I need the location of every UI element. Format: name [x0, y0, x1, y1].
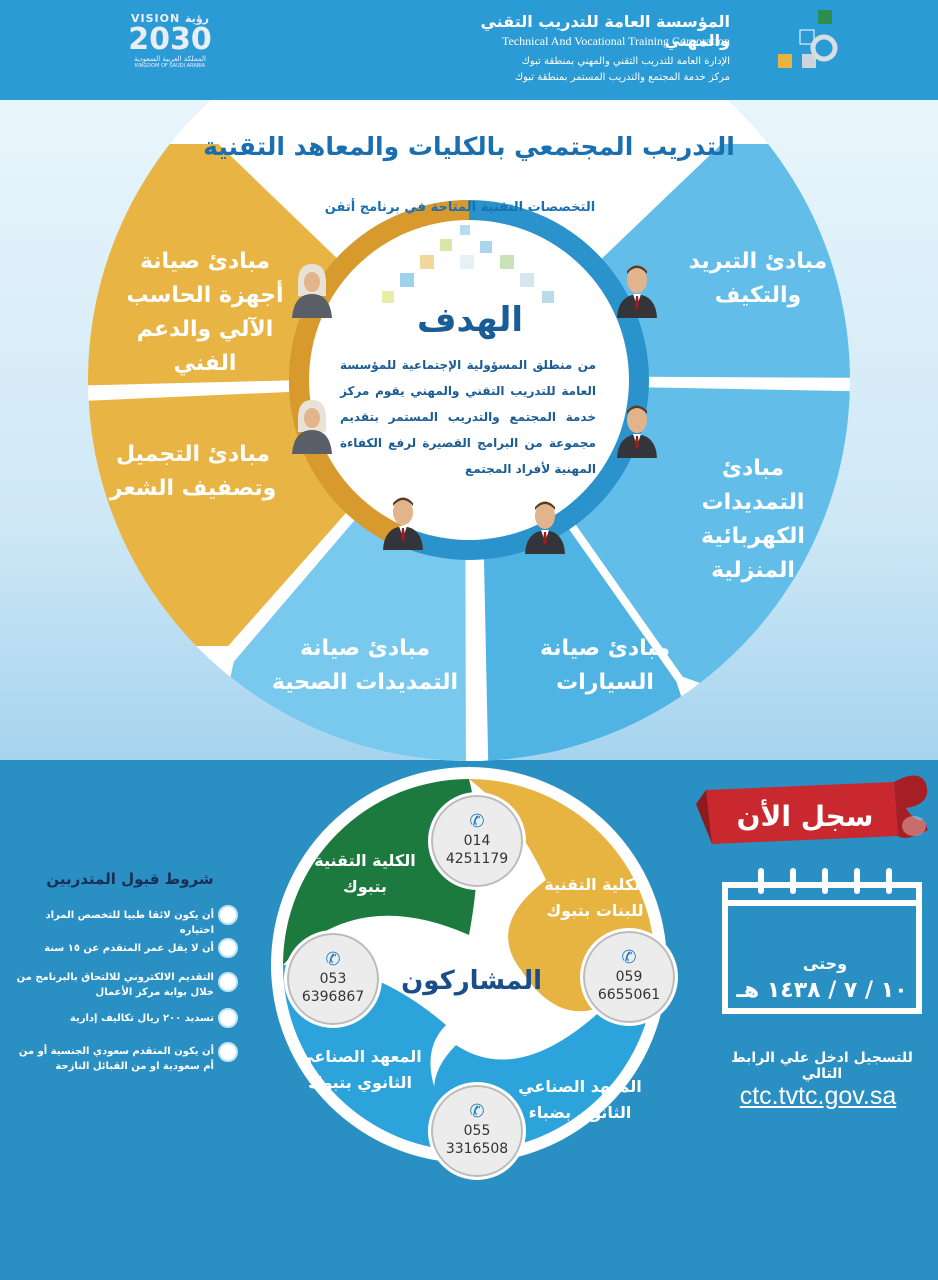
phone-number: 014	[463, 833, 491, 849]
condition-bullet	[218, 1008, 238, 1028]
label-girls-college: الكلية التقنية للبنات بتبوك	[544, 875, 646, 920]
label-industrial-duba: المعهد الصناعي الثانوي بضباء	[518, 1077, 642, 1122]
phone-circle-industrial-tabuk: ✆ 053 6396867	[284, 930, 382, 1028]
vision-2030-logo: VISION رؤية 2030 المملكة العربية السعودي…	[118, 12, 222, 82]
phone-number: 3316508	[445, 1141, 509, 1157]
man-icon	[617, 265, 657, 318]
label-cars: مبادئ صيانة السيارات	[539, 636, 671, 695]
condition-item: التقديم الالكتروني للالتحاق بالبرنامج من…	[16, 972, 214, 998]
calendar-divider	[728, 900, 916, 906]
condition-item: أن لا يقل عمر المتقدم عن ١٥ سنة	[44, 943, 214, 954]
phone-icon: ✆	[469, 811, 485, 832]
man-icon	[525, 501, 565, 554]
label-plumbing: مبادئ صيانة التمديدات الصحية	[271, 636, 459, 695]
label-beauty: مبادئ التجميل وتصفيف الشعر	[109, 442, 277, 501]
registration-link[interactable]: ctc.tvtc.gov.sa	[739, 1082, 897, 1110]
calendar-ring	[854, 868, 860, 894]
phone-circle-tech-college: ✆ 014 4251179	[428, 792, 526, 890]
phone-icon: ✆	[325, 949, 341, 970]
goal-heading: الهدف	[416, 300, 523, 340]
woman-icon	[292, 264, 332, 318]
tvtc-logo	[776, 8, 838, 74]
header-line-2: مركز خدمة المجتمع والتدريب المستمر بمنطق…	[514, 72, 730, 83]
phone-circle-industrial-duba: ✆ 055 3316508	[428, 1082, 526, 1180]
phone-number: 6655061	[597, 987, 661, 1003]
register-ribbon	[696, 775, 928, 844]
label-computer: مبادئ صيانة أجهزة الحاسب الآلي والدعم ال…	[126, 249, 284, 376]
vision-ar: المملكة العربية السعودية	[134, 55, 206, 63]
phone-number: 053	[319, 971, 347, 987]
vision-en: KINGDOM OF SAUDI ARABIA	[134, 63, 206, 69]
phone-icon: ✆	[469, 1101, 485, 1122]
calendar-ring	[790, 868, 796, 894]
participants-center-label: المشاركون	[401, 966, 542, 996]
man-icon	[617, 405, 657, 458]
label-cooling: مبادئ التبريد والتكيف	[688, 249, 828, 308]
phone-number: 059	[615, 969, 643, 985]
label-tech-college: الكلية التقنية بتبوك	[314, 851, 416, 896]
header-bar	[0, 0, 938, 100]
condition-bullet	[218, 972, 238, 992]
phone-icon: ✆	[621, 947, 637, 968]
calendar-ring	[822, 868, 828, 894]
condition-item: تسديد ٢٠٠ ريال تكاليف إدارية	[69, 1013, 214, 1024]
vision-word: VISION رؤية	[131, 12, 209, 25]
org-name-ar: المؤسسة العامة للتدريب التقني والمهني	[480, 12, 730, 50]
subtitle: التخصصات التقنية المتاحة في برنامج أتقن	[324, 200, 596, 215]
segment-tech-college	[283, 779, 478, 965]
calendar-ring	[886, 868, 892, 894]
link-label: للتسجيل ادخل علي الرابط التالي	[731, 1050, 913, 1082]
phone-number: 055	[463, 1123, 491, 1139]
condition-item: أن يكون المتقدم سعودي الجنسية أو من أم س…	[18, 1046, 214, 1072]
goal-text: من منطلق المسؤولية الإجتماعية للمؤسسة ال…	[340, 358, 596, 476]
phone-number: 6396867	[301, 989, 365, 1005]
label-electrical: مبادئ التمديدات الكهربائية المنزلية	[701, 456, 805, 583]
vision-number: 2030	[128, 22, 212, 57]
condition-item: أن يكون لائقا طبيا للتخصص المراد اختياره	[45, 910, 214, 936]
deadline-date: ١٠ / ٧ / ١٤٣٨ هـ	[736, 978, 908, 1003]
calendar-ring	[758, 868, 764, 894]
man-icon	[383, 497, 423, 550]
phone-circle-girls-college: ✆ 059 6655061	[580, 928, 678, 1026]
woman-icon	[292, 400, 332, 454]
header-line-1: الإدارة العامة للتدريب التقني والمهني بم…	[521, 56, 730, 67]
condition-bullet	[218, 1042, 238, 1062]
condition-bullet	[218, 938, 238, 958]
decorative-squares	[370, 225, 570, 345]
org-name-en: Technical And Vocational Training Corpor…	[501, 34, 730, 48]
conditions-title: شروط قبول المتدربين	[46, 870, 214, 888]
phone-number: 4251179	[445, 851, 509, 867]
page-title: التدريب المجتمعي بالكليات والمعاهد التقن…	[203, 132, 735, 161]
register-banner-text[interactable]: سجل الأن	[736, 800, 874, 833]
condition-bullet	[218, 905, 238, 925]
until-label: وحتى	[802, 954, 848, 973]
label-industrial-tabuk: المعهد الصناعي الثانوي بتبوك	[298, 1047, 422, 1092]
